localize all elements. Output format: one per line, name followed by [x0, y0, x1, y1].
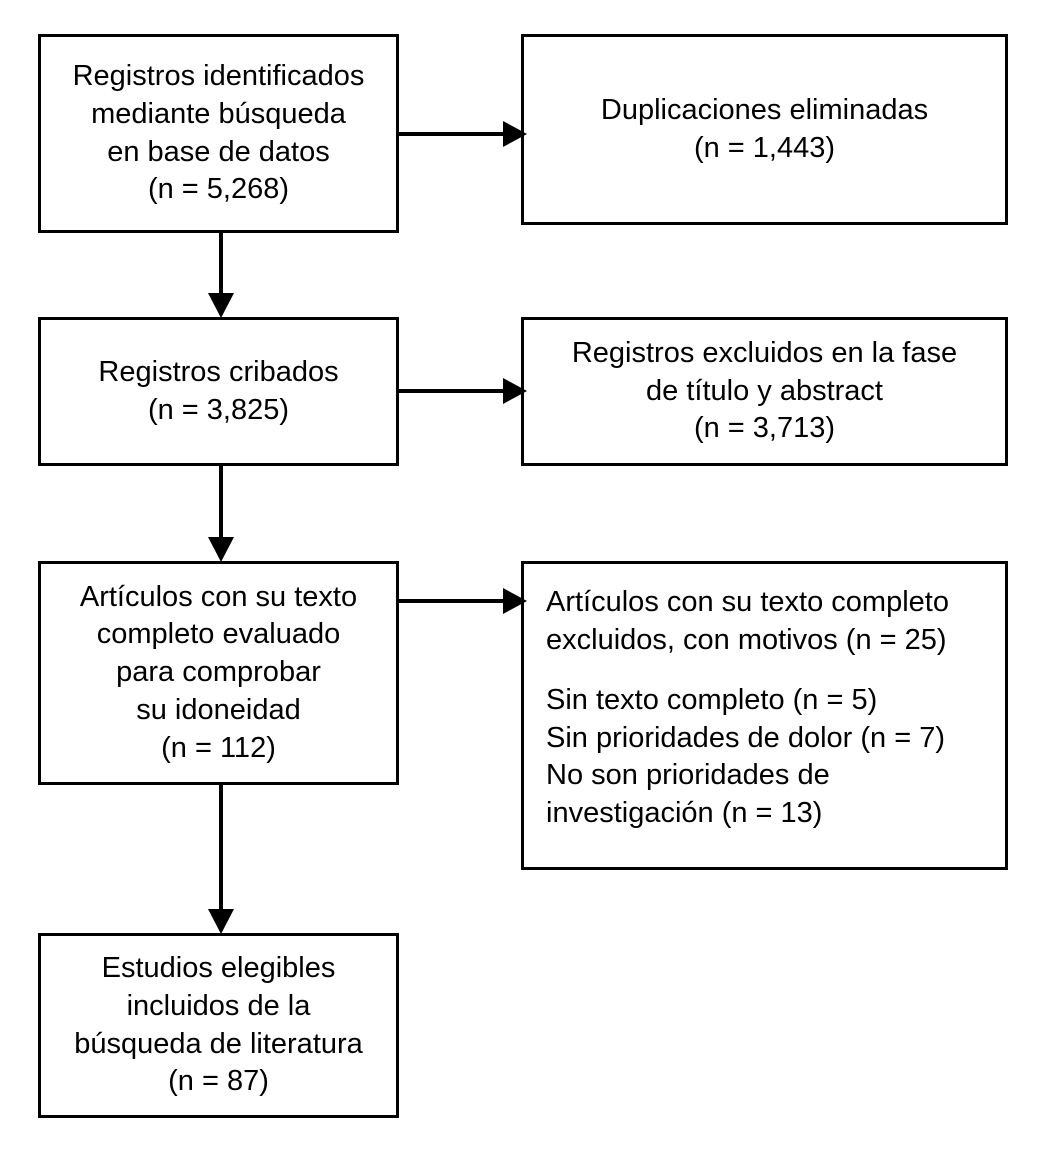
box-line: Duplicaciones eliminadas — [600, 93, 929, 126]
box-count: (n = 5,268) — [147, 173, 290, 206]
arrow-screened-to-excluded-title-abstract-icon — [399, 375, 529, 407]
box-records-identified: Registros identificados mediante búsqued… — [38, 34, 399, 233]
arrow-fulltext-to-included-icon — [204, 785, 238, 935]
arrow-identified-to-screened-icon — [204, 233, 238, 319]
arrow-screened-to-fulltext-icon — [204, 466, 238, 563]
box-line: Registros cribados — [98, 355, 339, 388]
box-count: (n = 3,825) — [147, 393, 290, 426]
box-line: Estudios elegibles — [101, 952, 336, 985]
box-line: para comprobar — [116, 656, 321, 689]
box-fulltext-assessed: Artículos con su texto completo evaluado… — [38, 561, 399, 785]
box-line: su idoneidad — [136, 693, 301, 726]
box-count: (n = 87) — [168, 1065, 269, 1098]
box-count: (n = 3,713) — [693, 412, 836, 445]
arrow-fulltext-to-excluded-fulltext-icon — [399, 585, 529, 617]
box-count: (n = 112) — [161, 731, 276, 764]
box-duplicates-removed: Duplicaciones eliminadas (n = 1,443) — [521, 34, 1008, 225]
box-line: Artículos con su texto completo — [546, 586, 949, 618]
box-fulltext-excluded-with-reasons: Artículos con su texto completo excluido… — [521, 561, 1008, 870]
box-line: completo evaluado — [96, 618, 341, 651]
exclusion-reason-not-research-priorities-cont: investigación (n = 13) — [546, 797, 823, 830]
box-records-screened: Registros cribados (n = 3,825) — [38, 317, 399, 466]
exclusion-reason-no-pain-priorities: Sin prioridades de dolor (n = 7) — [546, 721, 945, 754]
box-line: mediante búsqueda — [91, 97, 346, 130]
exclusion-reason-not-research-priorities: No son prioridades de — [546, 759, 830, 792]
box-line: de título y abstract — [646, 374, 883, 407]
box-line: Registros identificados — [72, 60, 365, 93]
box-line: en base de datos — [107, 135, 330, 168]
arrow-identified-to-duplicates-icon — [399, 118, 529, 150]
box-count: (n = 1,443) — [693, 131, 836, 164]
box-line: Registros excluidos en la fase — [571, 336, 958, 369]
exclusion-reason-no-fulltext: Sin texto completo (n = 5) — [546, 683, 878, 716]
box-records-excluded-title-abstract: Registros excluidos en la fase de título… — [521, 317, 1008, 466]
box-line: búsqueda de literatura — [74, 1027, 363, 1060]
box-line: Artículos con su texto — [79, 580, 358, 613]
box-studies-included: Estudios elegibles incluidos de la búsqu… — [38, 933, 399, 1118]
box-line: incluidos de la — [126, 989, 311, 1022]
box-count: excluidos, con motivos (n = 25) — [546, 623, 947, 656]
